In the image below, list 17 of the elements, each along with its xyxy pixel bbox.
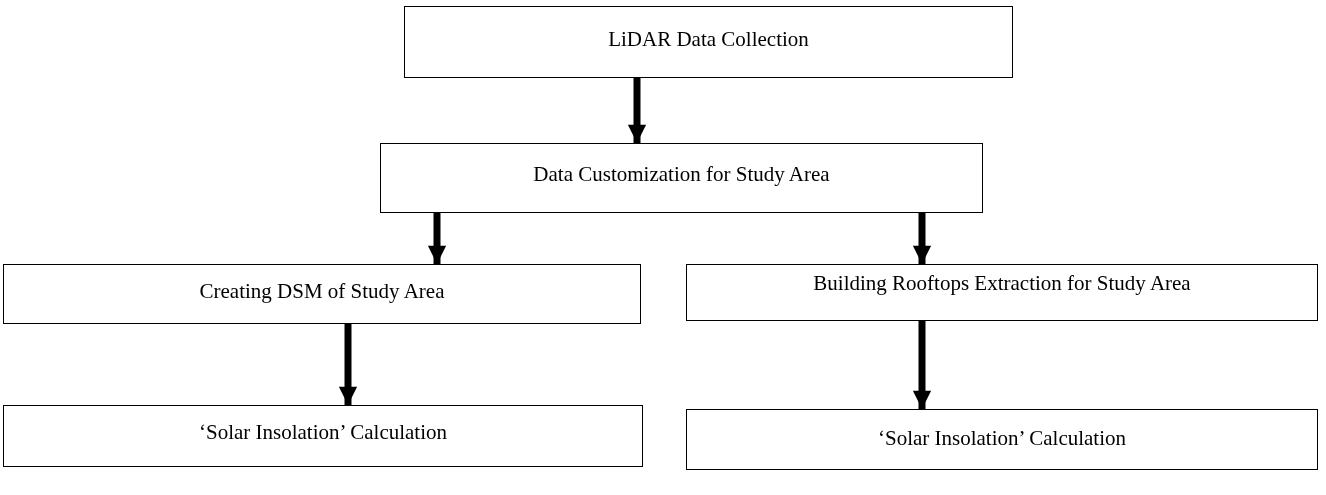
process-box: [3, 264, 641, 324]
arrow: [627, 78, 647, 143]
arrow: [912, 213, 932, 264]
process-box: [3, 405, 643, 467]
box-label: Building Rooftops Extraction for Study Area: [813, 271, 1191, 297]
box-label: Data Customization for Study Area: [533, 162, 830, 188]
process-box: [404, 6, 1013, 78]
box-label: LiDAR Data Collection: [608, 27, 809, 53]
box-label: Creating DSM of Study Area: [199, 279, 445, 305]
arrow: [338, 324, 358, 405]
arrow: [427, 213, 447, 264]
box-label: ‘Solar Insolation’ Calculation: [877, 426, 1127, 452]
process-box: [686, 409, 1318, 470]
box-label: ‘Solar Insolation’ Calculation: [198, 420, 448, 446]
process-box: [380, 143, 983, 213]
arrow: [912, 321, 932, 409]
process-box: [686, 264, 1318, 321]
